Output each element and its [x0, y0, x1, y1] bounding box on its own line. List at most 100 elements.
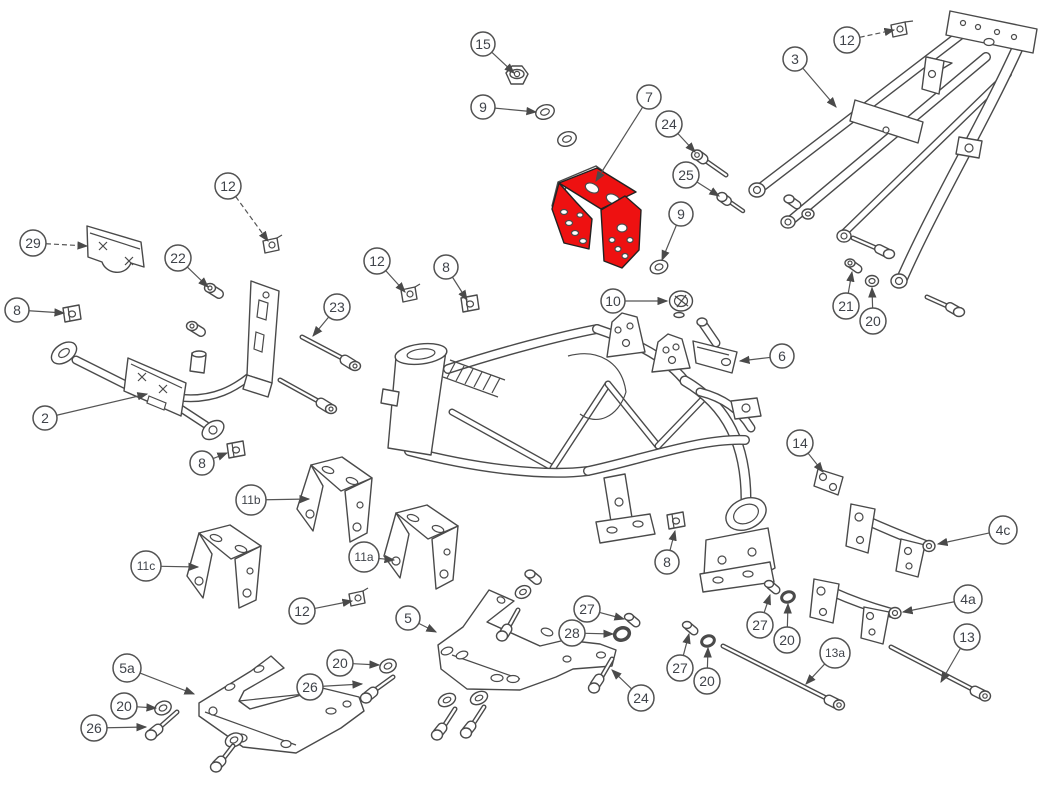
callout-6[interactable]: 6: [738, 343, 795, 369]
callout-balloon[interactable]: [326, 649, 354, 677]
callout-balloon[interactable]: [189, 450, 215, 476]
callout-balloon[interactable]: [288, 597, 316, 625]
callout-balloon[interactable]: [746, 611, 774, 639]
callout-25[interactable]: 25: [672, 161, 721, 197]
callout-balloon[interactable]: [769, 343, 795, 369]
callout-20[interactable]: 20: [326, 649, 381, 677]
callout-balloon[interactable]: [819, 637, 851, 669]
callout-balloon[interactable]: [666, 654, 694, 682]
callout-balloon[interactable]: [235, 484, 267, 516]
callout-28[interactable]: 28: [558, 619, 615, 647]
callout-label: 6: [778, 348, 786, 364]
callout-label: 24: [633, 690, 649, 706]
callout-5a[interactable]: 5a: [112, 653, 196, 695]
callout-balloon[interactable]: [786, 429, 814, 457]
callout-13[interactable]: 13: [940, 623, 981, 684]
callout-balloon[interactable]: [214, 172, 242, 200]
callout-26[interactable]: 26: [296, 673, 364, 701]
part-11c-bracket: [186, 524, 262, 609]
callout-12[interactable]: 12: [363, 247, 406, 293]
callout-27[interactable]: 27: [746, 593, 774, 639]
callout-12[interactable]: 12: [833, 26, 896, 54]
callout-3[interactable]: 3: [782, 46, 837, 108]
callout-balloon[interactable]: [693, 667, 721, 695]
callout-20[interactable]: 20: [859, 286, 887, 335]
callout-label: 12: [220, 178, 236, 194]
callout-11c[interactable]: 11c: [130, 550, 200, 582]
callout-22[interactable]: 22: [164, 244, 209, 288]
callout-29[interactable]: 29: [19, 229, 89, 257]
callout-4c[interactable]: 4c: [936, 515, 1018, 547]
callout-label: 20: [116, 698, 132, 714]
callout-21[interactable]: 21: [832, 270, 860, 320]
callout-balloon[interactable]: [80, 714, 108, 742]
part-7-highlighted-bracket[interactable]: [551, 165, 642, 269]
callout-balloon[interactable]: [600, 288, 626, 314]
callout-12[interactable]: 12: [214, 172, 269, 242]
callout-balloon[interactable]: [782, 46, 808, 72]
callout-balloon[interactable]: [395, 605, 421, 631]
callout-balloon[interactable]: [164, 244, 192, 272]
callout-balloon[interactable]: [323, 293, 351, 321]
callout-balloon[interactable]: [112, 653, 142, 683]
callout-12[interactable]: 12: [288, 597, 354, 625]
callout-balloon[interactable]: [470, 31, 496, 57]
callout-balloon[interactable]: [953, 584, 983, 614]
callout-15[interactable]: 15: [470, 31, 515, 74]
callout-23[interactable]: 23: [312, 293, 351, 337]
callout-11a[interactable]: 11a: [348, 541, 396, 573]
callout-24[interactable]: 24: [655, 110, 696, 153]
callout-balloon[interactable]: [859, 307, 887, 335]
hardware-decoration: [209, 690, 489, 773]
callout-balloon[interactable]: [668, 201, 694, 227]
callout-balloon[interactable]: [4, 297, 30, 323]
callout-balloon[interactable]: [655, 110, 683, 138]
callout-balloon[interactable]: [832, 292, 860, 320]
callout-balloon[interactable]: [627, 684, 655, 712]
callout-26[interactable]: 26: [80, 714, 148, 742]
callout-8[interactable]: 8: [4, 297, 66, 323]
callout-4a[interactable]: 4a: [901, 584, 983, 615]
callout-balloon[interactable]: [672, 161, 700, 189]
callout-9[interactable]: 9: [661, 201, 694, 262]
callout-14[interactable]: 14: [786, 429, 824, 473]
leader-line: [682, 632, 691, 656]
callout-balloon[interactable]: [19, 229, 47, 257]
callout-balloon[interactable]: [953, 623, 981, 651]
callout-balloon[interactable]: [32, 405, 58, 431]
callout-balloon[interactable]: [110, 692, 138, 720]
callout-20[interactable]: 20: [693, 646, 721, 695]
callout-balloon[interactable]: [636, 84, 662, 110]
leader-line: [807, 452, 824, 473]
leader-line: [611, 669, 633, 690]
callout-20[interactable]: 20: [773, 602, 801, 654]
callout-balloon[interactable]: [363, 247, 391, 275]
callout-27[interactable]: 27: [666, 632, 694, 682]
part-8-clip-nuts: [62, 294, 686, 530]
callout-5[interactable]: 5: [395, 605, 438, 633]
callout-balloon[interactable]: [433, 254, 459, 280]
callout-balloon[interactable]: [558, 619, 586, 647]
callout-10[interactable]: 10: [600, 288, 669, 314]
callout-balloon[interactable]: [988, 515, 1018, 545]
callout-balloon[interactable]: [470, 94, 496, 120]
callout-20[interactable]: 20: [110, 692, 158, 720]
callout-balloon[interactable]: [773, 626, 801, 654]
callout-balloon[interactable]: [130, 550, 162, 582]
callout-11b[interactable]: 11b: [235, 484, 311, 516]
callout-balloon[interactable]: [573, 595, 601, 623]
callout-7[interactable]: 7: [595, 84, 662, 183]
callout-balloon[interactable]: [654, 549, 680, 575]
callout-9[interactable]: 9: [470, 94, 538, 120]
callout-24[interactable]: 24: [611, 669, 655, 712]
callout-8[interactable]: 8: [654, 529, 680, 575]
callout-13a[interactable]: 13a: [805, 637, 851, 685]
callout-balloon[interactable]: [296, 673, 324, 701]
callout-balloon[interactable]: [833, 26, 861, 54]
callout-label: 13: [959, 629, 975, 645]
callout-8[interactable]: 8: [189, 450, 229, 476]
callout-2[interactable]: 2: [32, 392, 149, 431]
callout-27[interactable]: 27: [573, 595, 626, 623]
callout-8[interactable]: 8: [433, 254, 468, 302]
callout-balloon[interactable]: [348, 541, 380, 573]
